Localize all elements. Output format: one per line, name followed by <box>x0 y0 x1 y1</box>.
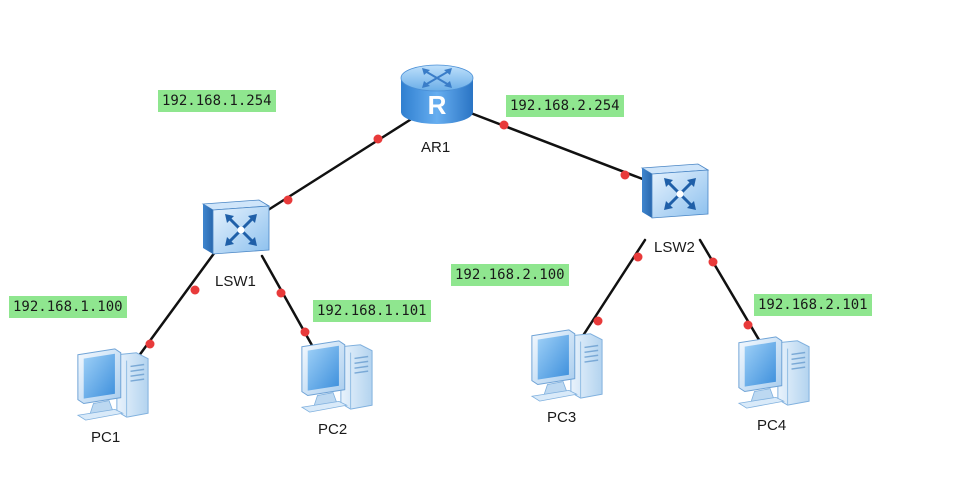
ports-layer <box>145 120 753 349</box>
ip-label-pc3: 192.168.2.100 <box>451 264 569 286</box>
device-label-pc3: PC3 <box>547 409 577 426</box>
port-dot <box>633 252 643 262</box>
device-label-ar1: AR1 <box>421 139 451 156</box>
link-lsw1-pc1 <box>128 250 217 370</box>
port-dot <box>283 195 293 205</box>
router-glyph: R <box>428 90 447 120</box>
device-label-lsw1: LSW1 <box>215 273 256 290</box>
pc-icon[interactable] <box>301 340 373 413</box>
device-label-lsw2: LSW2 <box>654 239 695 256</box>
pc-icon[interactable] <box>77 348 149 421</box>
router-icon[interactable]: R <box>400 64 474 124</box>
port-dot <box>708 257 718 267</box>
pc-icon[interactable] <box>738 336 810 409</box>
switch-icon[interactable] <box>201 198 271 256</box>
device-label-pc4: PC4 <box>757 417 787 434</box>
link-lsw2-pc3 <box>573 238 647 350</box>
pc-icon[interactable] <box>531 329 603 402</box>
ip-label-pc4: 192.168.2.101 <box>754 294 872 316</box>
link-lsw1-pc2 <box>260 254 320 358</box>
device-label-pc2: PC2 <box>318 421 348 438</box>
port-dot <box>190 285 200 295</box>
link-ar1-lsw2 <box>466 110 655 185</box>
device-label-pc1: PC1 <box>91 429 121 446</box>
port-dot <box>276 288 286 298</box>
port-dot <box>300 327 310 337</box>
port-dot <box>373 134 383 144</box>
port-dot <box>593 316 603 326</box>
ip-label-pc2: 192.168.1.101 <box>313 300 431 322</box>
ip-label-router-right: 192.168.2.254 <box>506 95 624 117</box>
link-ar1-lsw1 <box>255 116 415 219</box>
port-dot <box>743 320 753 330</box>
ip-label-pc1: 192.168.1.100 <box>9 296 127 318</box>
switch-icon[interactable] <box>640 162 710 220</box>
port-dot <box>145 339 155 349</box>
port-dot <box>499 120 509 130</box>
port-dot <box>620 170 630 180</box>
ip-label-router-left: 192.168.1.254 <box>158 90 276 112</box>
